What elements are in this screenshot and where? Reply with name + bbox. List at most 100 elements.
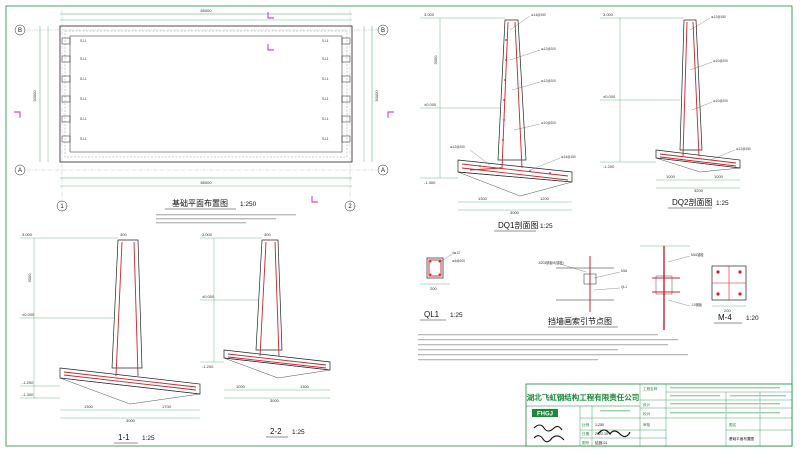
- s11-elev-top: 3.000: [22, 232, 33, 237]
- s22-dim-left: 1000: [236, 384, 246, 389]
- svg-text:SJ-1: SJ-1: [80, 97, 87, 101]
- tb-check-label: 校对: [643, 411, 651, 416]
- detail-notes: [418, 334, 688, 361]
- svg-text:SJ-1: SJ-1: [322, 57, 329, 61]
- section-1-1: 3.000 ±0.000 -1.200 -1.300 3000 1300 170…: [20, 232, 201, 444]
- plan-dim-top: 65000: [200, 8, 212, 13]
- svg-text:SJ-1: SJ-1: [322, 117, 329, 121]
- grid-bubble-a-left: A: [18, 168, 22, 174]
- svg-text:SJ-1: SJ-1: [322, 39, 329, 43]
- s11-elev-bot: -1.300: [22, 392, 34, 397]
- plan-outer-wall: [59, 25, 353, 163]
- s22-dim-right: 1300: [300, 384, 310, 389]
- svg-text:-6203钢板M(锚栓): -6203钢板M(锚栓): [538, 260, 564, 265]
- dq1-elev-mid: ±0.000: [424, 102, 437, 107]
- dq1-scale: 1:25: [540, 223, 553, 230]
- dq2-elev-mid: ±0.000: [603, 94, 616, 99]
- m4-plate: 200 M-4 1:20: [711, 265, 759, 324]
- svg-text:⊕12@200: ⊕12@200: [541, 47, 556, 51]
- title-block: 湖北飞虹钢结构工程有限责任公司 FHGJ 工程名称 设计 校对: [525, 383, 793, 447]
- section-2-2: 3.000 ±0.000 -1.200 1000 1300 3000 300 2…: [200, 232, 331, 438]
- svg-text:⊕10@200: ⊕10@200: [713, 59, 728, 63]
- svg-text:QL1: QL1: [621, 285, 627, 289]
- dq1-title: DQ1剖面图: [498, 220, 538, 230]
- dq2-title: DQ2剖面图: [672, 197, 712, 207]
- tb-date-label: 日期: [582, 431, 590, 436]
- dq1-rebar: [461, 21, 569, 181]
- section-2-2-rebar: [227, 241, 327, 369]
- s11-dim-left: 1300: [84, 404, 94, 409]
- s11-dim-right: 1700: [162, 404, 172, 409]
- s11-dim-height: 3000: [27, 273, 32, 283]
- detail-title: 挡墙画索引节点图: [548, 316, 612, 326]
- s11-elev-low: -1.200: [22, 380, 34, 385]
- dq2-rebar: [659, 21, 737, 167]
- s11-dim-total: 3000: [126, 418, 136, 423]
- section-2-2-scale: 1:25: [292, 429, 305, 436]
- ql1-detail: 4⊕12 ⊕6@200 200 QL1 1:25: [420, 251, 465, 321]
- dq1-dim-height: 3000: [433, 55, 438, 65]
- plan-dim-bottom: 65000: [200, 180, 212, 185]
- dq2-dim-right: 1000: [714, 174, 724, 179]
- plan-title: 基础平面布置图: [172, 198, 228, 208]
- dq2-elev-top: 3.000: [603, 12, 614, 17]
- m4-dim: 200: [724, 308, 731, 313]
- svg-text:M16: M16: [621, 269, 627, 273]
- tb-date-value: 2022.10: [595, 432, 608, 436]
- grid-bubble-1: 1: [60, 204, 64, 210]
- svg-text:4⊕12: 4⊕12: [452, 251, 460, 255]
- section-2-2-title: 2-2: [270, 427, 282, 436]
- grid-bubble-b-left: B: [18, 28, 22, 34]
- signature-1: [533, 424, 563, 432]
- s11-dim-top1: 300: [120, 232, 127, 237]
- logo-text: FHGJ: [537, 412, 553, 418]
- svg-text:⊕12@200: ⊕12@200: [450, 145, 465, 149]
- s11-elev-mid: ±0.000: [22, 312, 35, 317]
- svg-text:SJ-1: SJ-1: [322, 97, 329, 101]
- dq1-dim-right: 1200: [540, 196, 550, 201]
- svg-text:SJ-1: SJ-1: [80, 77, 87, 81]
- svg-text:SJ-1: SJ-1: [322, 137, 329, 141]
- svg-text:⊕14@150: ⊕14@150: [561, 155, 576, 159]
- section-cut-marks: [14, 12, 394, 203]
- svg-text:⊕12@150: ⊕12@150: [736, 147, 751, 151]
- svg-text:SJ-1: SJ-1: [80, 117, 87, 121]
- s22-elev-top: 3.000: [202, 232, 213, 237]
- dq1-elev-bot: -1.300: [424, 180, 436, 185]
- tb-scale-value: 1:250: [595, 423, 604, 427]
- s22-elev-bot: -1.200: [202, 364, 214, 369]
- dq2-elev-bot: -1.200: [603, 164, 615, 169]
- svg-text:⊕10@200: ⊕10@200: [713, 99, 728, 103]
- section-1-1-title: 1-1: [118, 433, 130, 442]
- svg-text:⊕12@150: ⊕12@150: [711, 15, 726, 19]
- svg-text:⊕14@150: ⊕14@150: [531, 13, 546, 17]
- dq2-dim-left: 1000: [666, 174, 676, 179]
- dq1-dim-left: 1300: [478, 196, 488, 201]
- svg-text:⊕10@200: ⊕10@200: [541, 121, 556, 125]
- svg-text:-10钢板: -10钢板: [691, 302, 703, 307]
- plan-dim-left: 30000: [32, 90, 37, 102]
- tb-project-label: 工程名称: [643, 386, 658, 391]
- plan-scale: 1:250: [240, 201, 257, 208]
- section-1-1-rebar: [63, 241, 197, 391]
- grid-bubble-b-right: B: [381, 28, 385, 34]
- foundation-plan: 65000 SJ-1SJ-1 SJ-1SJ-1 SJ-1SJ-1 SJ-1SJ-…: [14, 8, 394, 224]
- ql1-title: QL1: [424, 310, 440, 319]
- dq1-elev-top: 3.000: [424, 12, 435, 17]
- grid-bubble-a-right: A: [381, 168, 385, 174]
- svg-text:⊕12@200: ⊕12@200: [541, 79, 556, 83]
- tb-scale-label: 比例: [582, 422, 590, 427]
- ql1-dim: 200: [430, 286, 437, 291]
- s22-dim-top1: 300: [264, 232, 271, 237]
- s22-elev-mid: ±0.000: [202, 294, 215, 299]
- tb-drawing-label: 图名: [729, 422, 737, 427]
- dq2-scale: 1:25: [716, 200, 729, 207]
- dq1-dim-total: 3000: [510, 210, 520, 215]
- svg-text:M16锚栓: M16锚栓: [691, 252, 704, 257]
- s22-dim-total: 3000: [270, 398, 280, 403]
- dq1-section: ⊕14@150 ⊕12@200 ⊕12@200 ⊕10@200 ⊕14@150 ⊕12…: [420, 12, 576, 232]
- plan-inner-wall: [69, 35, 343, 153]
- dq2-section: ⊕12@150 ⊕10@200 ⊕10@200 ⊕12@150 3.000 ±0.0…: [600, 12, 751, 209]
